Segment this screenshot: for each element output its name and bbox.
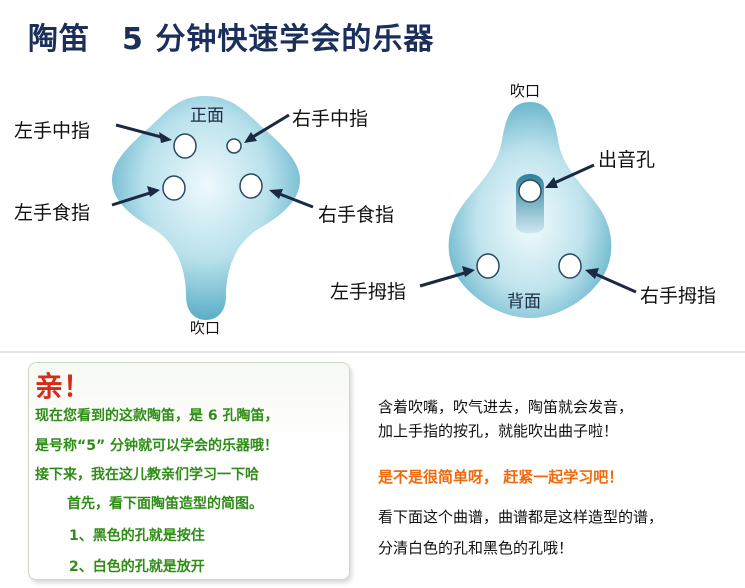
intro-line: 首先，看下面陶笛造型的简图。 [67, 496, 263, 512]
label-left-index: 左手食指 [14, 202, 90, 224]
back-mouth-label: 吹口 [510, 82, 540, 100]
intro-box: 亲！ 现在您看到的这款陶笛，是 6 孔陶笛， 是号称“5” 分钟就可以学会的乐器… [28, 362, 350, 580]
label-left-middle: 左手中指 [14, 120, 90, 142]
label-sound-hole: 出音孔 [598, 149, 655, 171]
instruction-highlight: 是不是很简单呀， 赶紧一起学习吧！ [378, 468, 624, 486]
arrow-right-thumb [592, 271, 637, 294]
sound-hole [516, 174, 544, 234]
ocarina-diagram: 正面 吹口 左手中指 右手中指 左手食指 右手食指 吹口 背面 出音孔 左手拇指… [14, 82, 716, 337]
instruction-line-2: 加上手指的按孔，就能吹出曲子啦！ [378, 422, 619, 440]
arrow-right-index [276, 191, 314, 209]
arrow-left-middle [115, 123, 166, 140]
front-hole-left-middle [173, 133, 197, 159]
front-hole-right-middle [226, 138, 242, 154]
title-main: 陶笛 [28, 22, 90, 57]
instruction-line-4: 分清白色的孔和黑色的孔哦！ [378, 539, 574, 557]
intro-line: 现在您看到的这款陶笛，是 6 孔陶笛， [35, 408, 279, 424]
page-title: 陶笛 5 分钟快速学会的乐器 [28, 14, 434, 58]
intro-heading: 亲！ [35, 370, 92, 403]
label-left-thumb: 左手拇指 [330, 281, 406, 303]
arrow-left-thumb [419, 270, 469, 288]
front-hole-left-index [162, 175, 186, 201]
back-hole-left-thumb [476, 253, 500, 279]
arrow-right-middle [250, 113, 290, 140]
intro-line: 2、白色的孔就是放开 [69, 559, 205, 575]
front-mouth-label: 吹口 [190, 319, 220, 337]
intro-line: 是号称“5” 分钟就可以学会的乐器哦！ [35, 438, 279, 454]
back-hole-right-thumb [558, 253, 582, 279]
section-divider [0, 351, 745, 353]
back-label: 背面 [507, 292, 541, 312]
arrow-sound-hole [551, 163, 595, 186]
ocarina-front-body [112, 96, 300, 320]
arrow-left-index [111, 190, 154, 207]
label-right-index: 右手食指 [318, 204, 394, 226]
instruction-line-3: 看下面这个曲谱，曲谱都是这样造型的谱， [378, 508, 664, 526]
label-right-middle: 右手中指 [292, 108, 368, 130]
front-hole-right-index [239, 173, 263, 199]
instruction-line-1: 含着吹嘴，吹气进去，陶笛就会发音， [378, 398, 634, 416]
intro-line: 1、黑色的孔就是按住 [69, 528, 205, 544]
front-label: 正面 [190, 106, 224, 126]
title-sub: 5 分钟快速学会的乐器 [122, 22, 435, 57]
label-right-thumb: 右手拇指 [640, 285, 716, 307]
intro-line: 接下来，我在这儿教亲们学习一下哈 [35, 467, 259, 483]
